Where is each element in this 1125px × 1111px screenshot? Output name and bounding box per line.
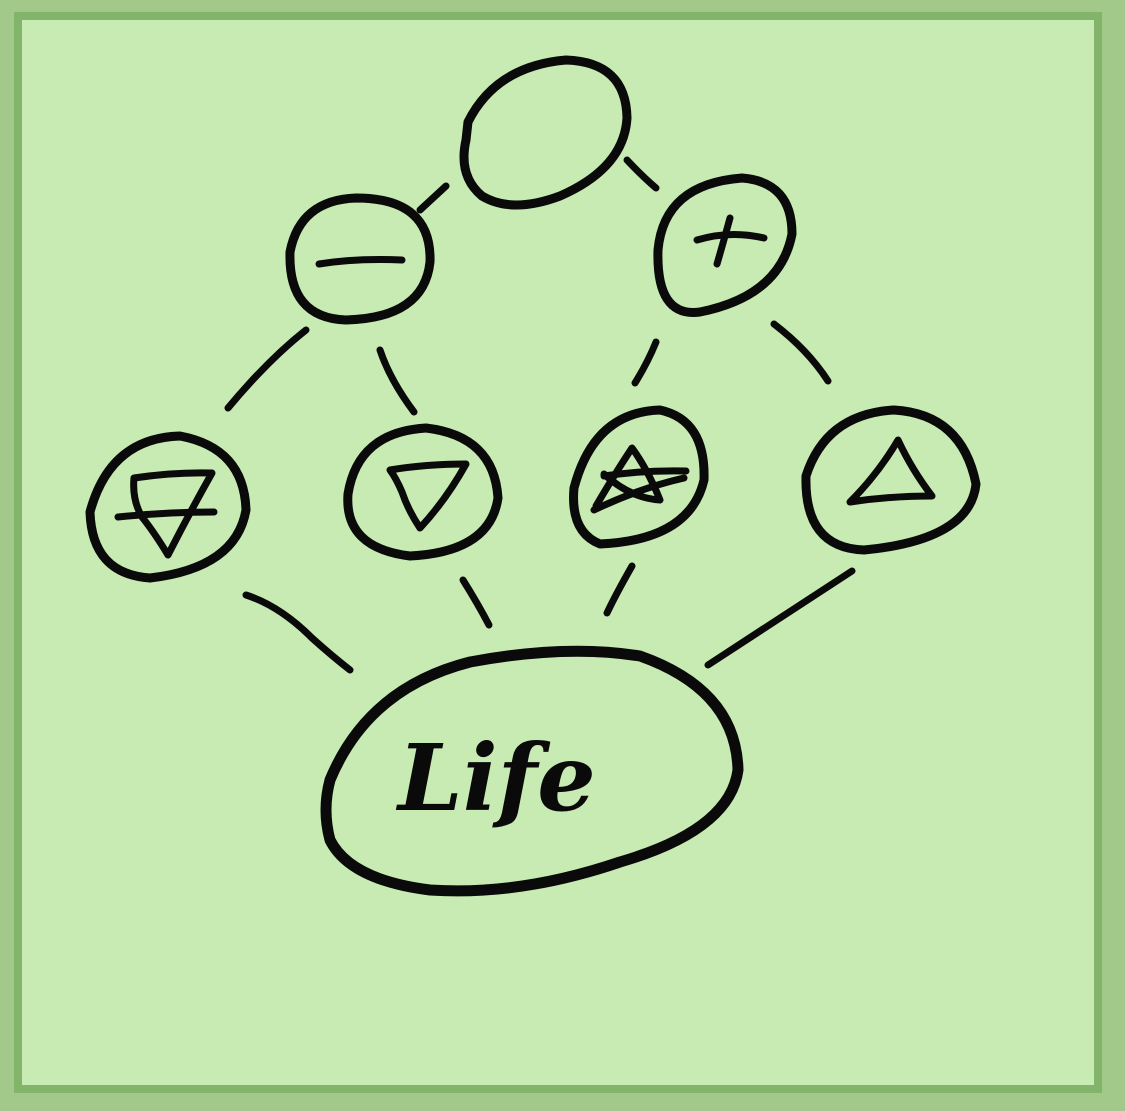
edge-air-life: [603, 562, 636, 617]
minus-icon: [315, 256, 406, 268]
node-plus-circle: [653, 173, 797, 317]
air-element-icon: [590, 444, 690, 514]
node-air: [569, 405, 709, 549]
edge-top-minus: [416, 182, 450, 214]
edges: [224, 156, 856, 674]
node-fire: [801, 405, 981, 555]
node-plus: [653, 173, 797, 317]
edge-fire-life: [704, 567, 856, 669]
node-earth-circle: [85, 431, 251, 583]
water-element-icon: [386, 460, 470, 532]
edge-plus-fire: [770, 320, 832, 385]
node-air-circle: [569, 405, 709, 549]
node-earth: [85, 431, 251, 583]
earth-element-icon: [114, 469, 218, 559]
node-top-circle: [459, 55, 632, 210]
edge-top-plus: [623, 156, 660, 192]
edge-earth-life: [242, 591, 354, 674]
node-water: [343, 423, 503, 561]
node-minus: [285, 193, 435, 325]
edge-minus-water: [376, 346, 418, 416]
edge-minus-earth: [224, 326, 310, 412]
node-top: [459, 55, 632, 210]
edge-plus-air: [631, 338, 660, 387]
node-life: Life: [320, 645, 744, 897]
node-water-circle: [343, 423, 503, 561]
node-fire-circle: [801, 405, 981, 555]
node-minus-circle: [285, 193, 435, 325]
fire-element-icon: [846, 436, 936, 506]
life-label: Life: [395, 724, 596, 832]
plus-icon: [693, 214, 768, 268]
node-life-circle: [320, 645, 744, 897]
edge-water-life: [459, 576, 493, 629]
